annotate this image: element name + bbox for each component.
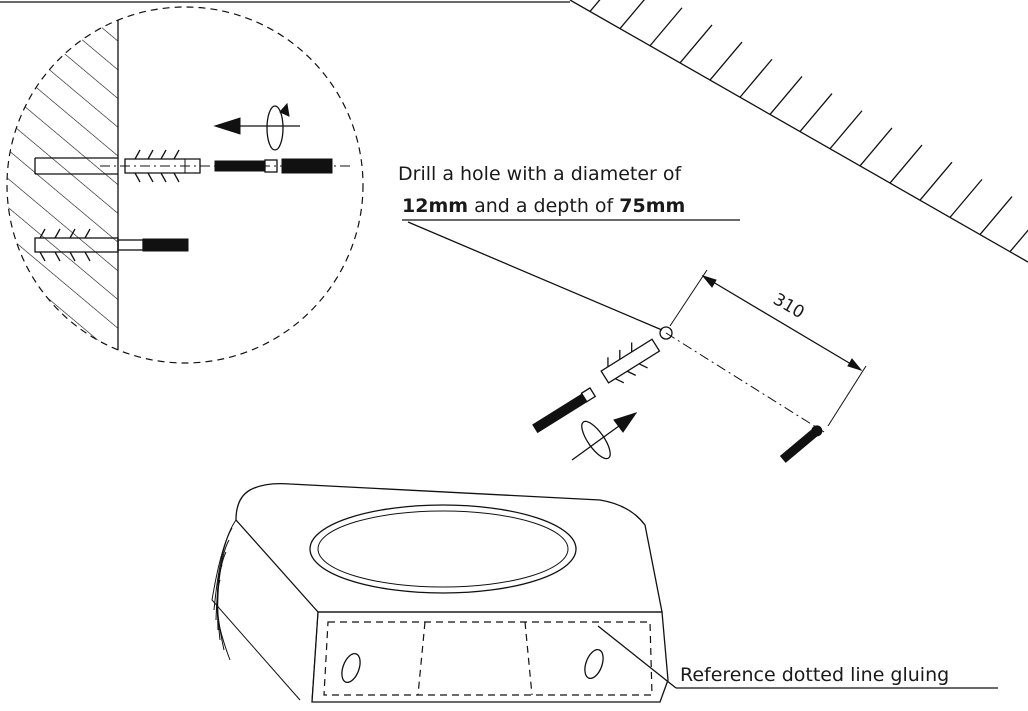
wall-hatch-stroke: [709, 41, 743, 81]
insert-arrow-icon: [213, 117, 300, 135]
gluing-callout: Reference dotted line gluing: [597, 625, 998, 689]
drill-diameter-value: 12mm: [402, 195, 468, 217]
wall-section-hatch: [7, 7, 118, 363]
dimension-value: 310: [770, 290, 808, 324]
drill-instruction-line2: 12mm and a depth of 75mm: [402, 195, 685, 217]
right-screw-icon: [779, 425, 823, 463]
wall-hatch-stroke: [829, 110, 863, 150]
drill-callout: Drill a hole with a diameter of 12mm and…: [398, 163, 740, 331]
keyhole-left: [341, 652, 361, 684]
holder-cavity: [309, 504, 577, 594]
keyhole-right: [584, 648, 604, 680]
drill-mid-text: and a depth of: [468, 195, 619, 217]
angled-wall-plug-icon: [600, 338, 661, 384]
wall-hatch-stroke: [799, 93, 833, 132]
detail-circle: [6, 6, 364, 364]
wall-hatch-stroke: [589, 0, 601, 12]
gluing-leader-line: [597, 625, 677, 689]
wall-hatch-stroke: [889, 144, 923, 184]
drill-instruction-line1: Drill a hole with a diameter of: [398, 163, 683, 185]
gluing-label: Reference dotted line gluing: [680, 664, 949, 686]
angled-screw-icon: [532, 387, 597, 434]
wall-plug-anchor-icon: [124, 149, 201, 183]
wall-hatch-stroke: [769, 75, 803, 115]
wall-hatch-stroke: [949, 178, 983, 218]
callout-leader-line: [407, 221, 663, 331]
installed-plug-screw-icon: [34, 228, 189, 262]
wall-hatch-stroke: [1009, 229, 1028, 253]
wall-hatch-stroke: [679, 24, 713, 64]
rotation-arrow-icon: [266, 102, 290, 151]
dimension-310: 310: [669, 269, 867, 427]
wall-hatch-stroke: [649, 7, 683, 47]
screw-icon: [214, 158, 333, 174]
hole-centerline: [665, 332, 825, 433]
rotation-arrow-icon-2: [571, 412, 638, 461]
glue-reference-dotted-line: [323, 621, 653, 696]
wall-hatch-stroke: [619, 0, 645, 30]
wall-hatch-stroke: [739, 58, 773, 98]
drilled-hole: [34, 157, 118, 175]
drill-depth-value: 75mm: [619, 195, 685, 217]
wall-hatch-stroke: [919, 161, 953, 201]
drill-hole-marker-left: [659, 326, 673, 340]
wall-hatch-stroke: [859, 127, 893, 167]
holder-block-icon: [211, 482, 669, 703]
wall-hatch-stroke: [979, 196, 1013, 235]
mounting-holes: 310: [532, 269, 867, 463]
wall-surface-hatch: [569, 0, 1028, 263]
